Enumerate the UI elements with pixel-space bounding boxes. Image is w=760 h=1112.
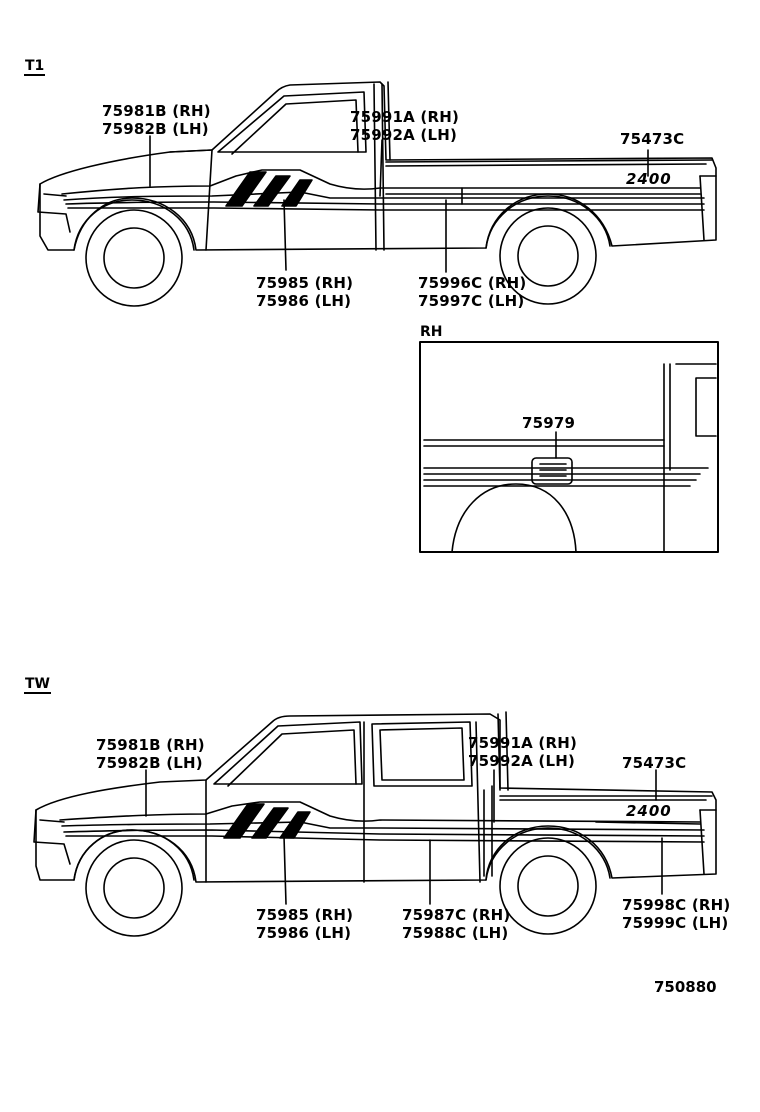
callout-75473c-tw: 75473C	[622, 754, 687, 772]
callout-75999c: 75999C (LH)	[622, 914, 729, 932]
callout-75986-tw: 75986 (LH)	[256, 924, 352, 942]
tw-truck-drawing	[33, 711, 717, 937]
callout-75987c: 75987C (RH)	[402, 906, 511, 924]
diagram-reference-number: 750880	[654, 978, 717, 996]
callout-75986: 75986 (LH)	[256, 292, 352, 310]
callout-75988c: 75988C (LH)	[402, 924, 509, 942]
section-title-tw: TW	[24, 676, 51, 694]
callout-75992a: 75992A (LH)	[350, 126, 458, 144]
callout-75985: 75985 (RH)	[256, 274, 354, 292]
bed-emblem: 2400	[626, 170, 672, 188]
detail-box-drawing	[419, 341, 719, 553]
callout-75998c: 75998C (RH)	[622, 896, 731, 914]
callout-75991a: 75991A (RH)	[350, 108, 460, 126]
callout-75996c: 75996C (RH)	[418, 274, 527, 292]
callout-75982b: 75982B (LH)	[102, 120, 209, 138]
callout-75979: 75979	[522, 414, 576, 432]
callout-75473c: 75473C	[620, 130, 685, 148]
callout-75982b-tw: 75982B (LH)	[96, 754, 203, 772]
callout-75981b: 75981B (RH)	[102, 102, 211, 120]
detail-title: RH	[420, 324, 443, 340]
callout-75997c: 75997C (LH)	[418, 292, 525, 310]
callout-75992a-tw: 75992A (LH)	[468, 752, 576, 770]
bed-emblem-tw: 2400	[626, 802, 672, 820]
t1-truck-drawing	[37, 81, 717, 307]
callout-75991a-tw: 75991A (RH)	[468, 734, 578, 752]
callout-75981b-tw: 75981B (RH)	[96, 736, 205, 754]
section-title-t1: T1	[24, 58, 46, 76]
callout-75985-tw: 75985 (RH)	[256, 906, 354, 924]
